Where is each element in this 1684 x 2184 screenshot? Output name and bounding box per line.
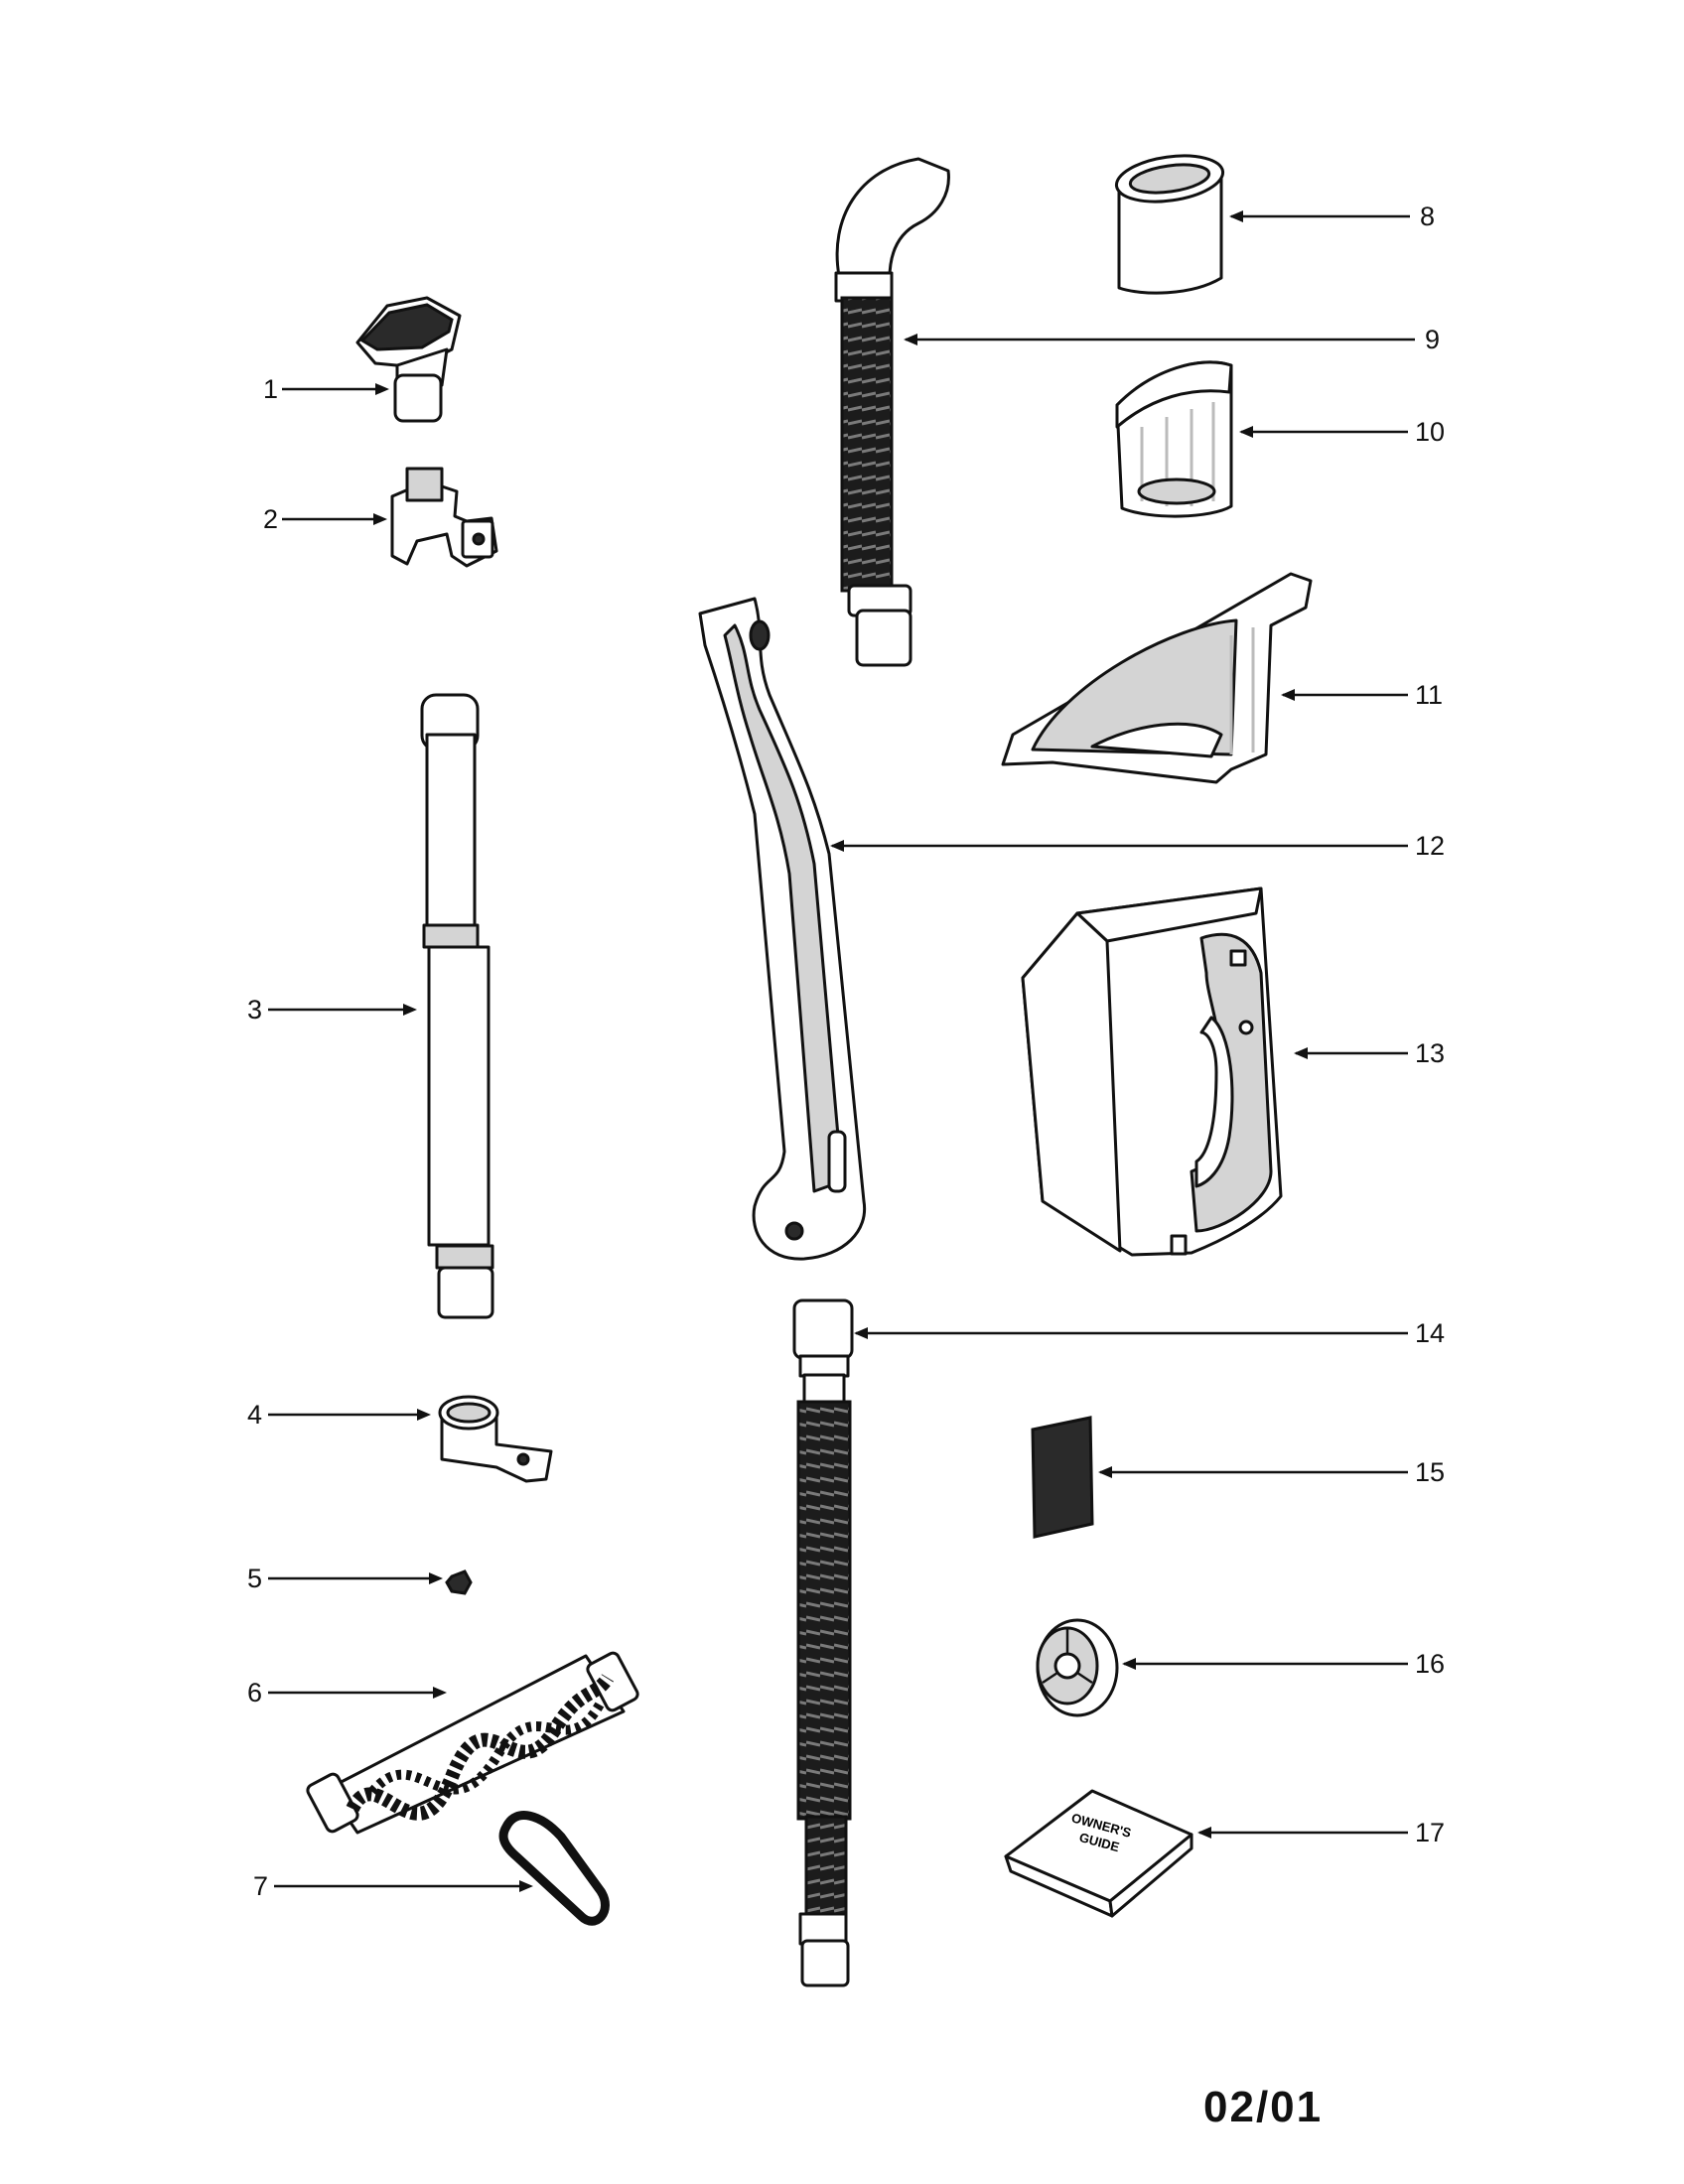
callout-5: 5 xyxy=(247,1564,262,1593)
callout-leaders xyxy=(268,210,1415,1892)
part-1-upholstery-tool xyxy=(355,296,462,423)
part-4-wand-clip xyxy=(438,1395,553,1483)
callout-10: 10 xyxy=(1415,417,1445,447)
callout-3: 3 xyxy=(247,995,262,1024)
part-16-wheel xyxy=(1036,1618,1119,1717)
part-13-dirt-cup xyxy=(1021,887,1283,1257)
callout-2: 2 xyxy=(263,504,278,534)
callout-14: 14 xyxy=(1415,1318,1445,1348)
part-14-stretch-hose xyxy=(792,1298,854,1987)
callout-11: 11 xyxy=(1415,680,1443,710)
callout-8: 8 xyxy=(1420,202,1435,231)
part-17-owners-guide: OWNER'S GUIDE xyxy=(1004,1789,1193,1918)
callout-6: 6 xyxy=(247,1678,262,1707)
callout-13: 13 xyxy=(1415,1038,1445,1068)
part-11-dirt-cup-lid xyxy=(1001,572,1313,784)
part-7-belt xyxy=(498,1811,610,1926)
part-5-nut xyxy=(445,1570,473,1595)
callout-4: 4 xyxy=(247,1400,262,1430)
part-8-exhaust-filter xyxy=(1114,154,1225,295)
callout-7: 7 xyxy=(253,1871,268,1901)
part-2-clip xyxy=(390,467,498,568)
part-9-handle-hose xyxy=(834,157,950,667)
callout-15: 15 xyxy=(1415,1457,1445,1487)
part-12-handle xyxy=(698,597,867,1261)
callout-17: 17 xyxy=(1415,1818,1445,1847)
callout-16: 16 xyxy=(1415,1649,1445,1679)
part-6-brush-roll xyxy=(306,1651,639,1835)
part-10-dirt-cup-filter xyxy=(1115,360,1233,518)
part-3-extension-wand xyxy=(420,693,494,1319)
callout-12: 12 xyxy=(1415,831,1445,861)
date-code: 02/01 xyxy=(1203,2083,1324,2131)
callout-1: 1 xyxy=(263,374,278,404)
part-15-filter-pad xyxy=(1031,1416,1094,1539)
callout-9: 9 xyxy=(1425,325,1440,354)
callout-labels: 1 2 3 4 5 6 7 8 9 10 11 12 13 14 15 16 1… xyxy=(247,202,1445,1901)
